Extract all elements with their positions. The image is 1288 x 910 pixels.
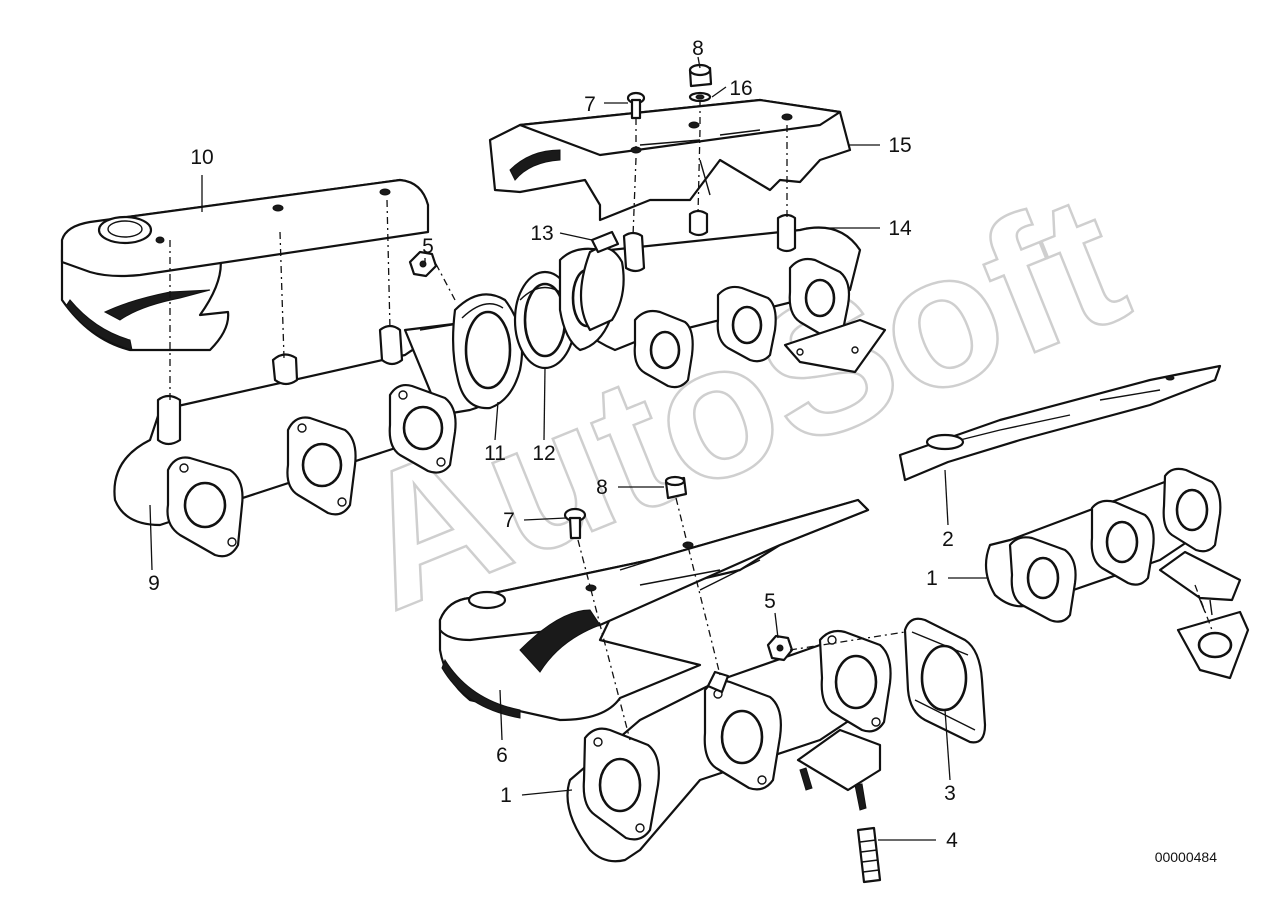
callout-2: 2 — [942, 528, 954, 551]
callout-14: 14 — [888, 217, 912, 240]
gasket-ring — [452, 293, 524, 410]
assembly-lines — [169, 100, 1213, 741]
pipe-collar — [579, 246, 625, 332]
screw-center-7 — [563, 507, 587, 540]
heat-shield-left — [60, 178, 430, 352]
document-number: 00000484 — [1155, 849, 1218, 865]
stud-13 — [590, 230, 620, 254]
callout-8-top: 8 — [692, 37, 704, 60]
callout-12: 12 — [532, 442, 555, 465]
callout-3: 3 — [944, 782, 956, 805]
exhaust-manifold-right — [984, 467, 1250, 680]
callout-15: 15 — [888, 134, 911, 157]
callout-1-center: 1 — [500, 784, 512, 807]
callout-7-top: 7 — [584, 93, 596, 116]
callout-16: 16 — [729, 77, 752, 100]
heat-shield-center — [438, 498, 870, 722]
callout-13: 13 — [530, 222, 553, 245]
exhaust-manifold-center — [566, 629, 892, 863]
callout-5-top: 5 — [422, 235, 434, 258]
callout-9: 9 — [148, 572, 160, 595]
heat-shield-top — [488, 98, 852, 222]
callout-7-center: 7 — [503, 509, 515, 532]
washer-16 — [688, 91, 712, 103]
gasket-flange — [903, 617, 987, 744]
screw-center-8 — [664, 475, 688, 500]
heat-shield-small — [898, 364, 1222, 482]
callout-10: 10 — [190, 146, 213, 169]
callout-4: 4 — [946, 829, 958, 852]
callout-labels: 8 7 16 15 10 13 5 14 11 12 9 8 7 2 1 5 6… — [148, 37, 958, 852]
callout-11: 11 — [484, 442, 506, 465]
callout-1-right: 1 — [926, 567, 938, 590]
screw-top-8 — [688, 63, 713, 88]
callout-5-center: 5 — [764, 590, 776, 613]
screw-top-7 — [626, 91, 646, 120]
callout-6: 6 — [496, 744, 508, 767]
callout-8-center: 8 — [596, 476, 608, 499]
stud-4 — [856, 826, 882, 884]
callout-leaders — [149, 56, 988, 841]
